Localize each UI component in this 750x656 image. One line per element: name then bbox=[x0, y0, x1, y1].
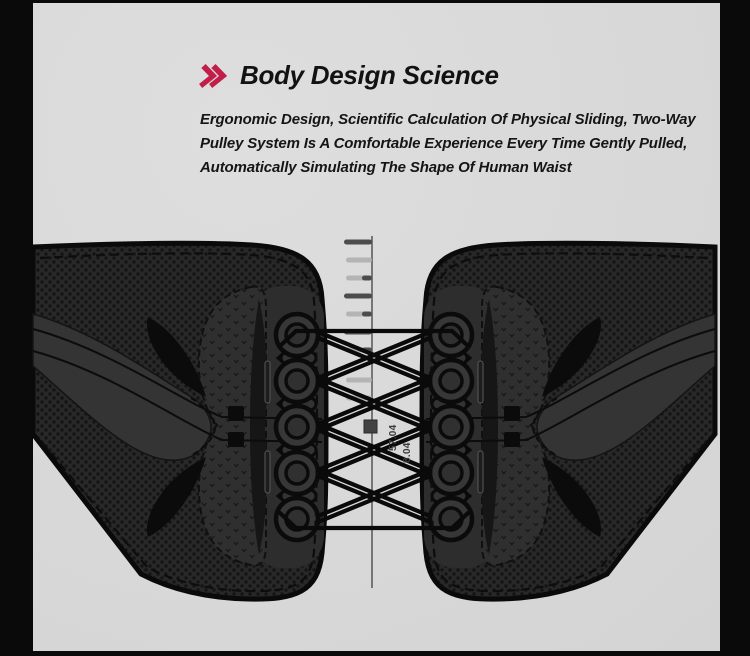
description-text: Ergonomic Design, Scientific Calculation… bbox=[200, 111, 696, 176]
double-chevron-right-icon bbox=[199, 63, 228, 88]
center-marker bbox=[363, 419, 378, 434]
section-header: Body Design Science bbox=[199, 60, 499, 91]
measurement-label-secondary: 8.04 bbox=[402, 442, 413, 463]
page-title: Body Design Science bbox=[240, 60, 499, 90]
belt-right-half bbox=[422, 243, 715, 599]
lacing-cords bbox=[275, 328, 473, 531]
measurement-label-primary: 57.04 bbox=[388, 424, 399, 451]
belt-left-half bbox=[33, 243, 326, 599]
